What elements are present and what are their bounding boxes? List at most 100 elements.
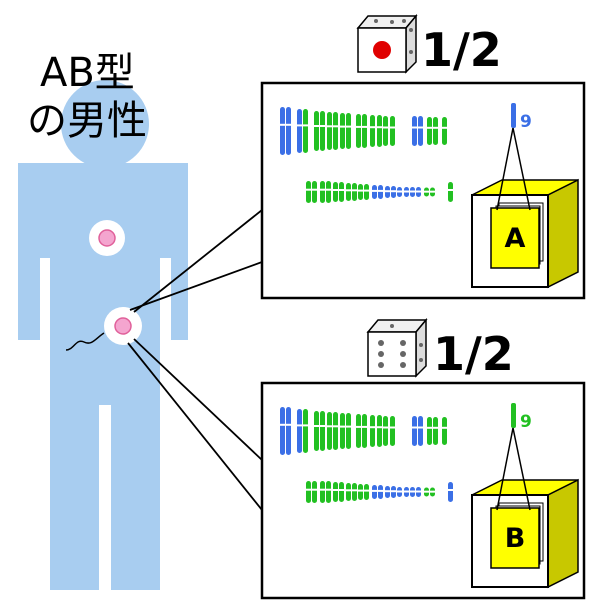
centromere	[285, 423, 292, 426]
centromere	[345, 125, 352, 128]
chromosome	[346, 483, 351, 501]
chromosome	[377, 415, 382, 447]
centromere	[389, 426, 396, 429]
title-line-2: の男性	[27, 98, 147, 144]
chromosome-9-a	[511, 103, 516, 128]
chromosome	[412, 416, 417, 446]
chromosome	[448, 182, 453, 202]
centromere	[279, 423, 286, 426]
centromere	[432, 126, 439, 129]
centromere	[415, 490, 422, 493]
centromere	[423, 490, 430, 493]
chromosome	[362, 114, 367, 148]
centromere	[338, 489, 345, 491]
title-line-1: AB型	[40, 50, 135, 96]
chromosome	[339, 182, 344, 202]
panel-gene-a: 9 A	[260, 81, 586, 300]
centromere	[345, 189, 352, 192]
chromosome	[412, 116, 417, 146]
chromosome	[327, 412, 332, 450]
centromere	[332, 489, 339, 491]
centromere	[382, 126, 389, 129]
centromere	[313, 125, 320, 127]
centromere	[417, 126, 424, 129]
centromere	[429, 190, 436, 193]
centromere	[357, 189, 364, 192]
centromere	[319, 425, 326, 427]
centromere	[302, 124, 309, 127]
chromosome	[303, 109, 308, 153]
centromere	[326, 425, 333, 428]
centromere	[390, 190, 397, 193]
chromosome	[320, 411, 325, 451]
centromere	[279, 123, 286, 126]
chromosome	[433, 417, 438, 445]
chromosome	[378, 185, 383, 199]
chromosome	[286, 407, 291, 455]
chromosome-set-a	[279, 107, 454, 203]
body-cell	[89, 220, 125, 256]
chromosome	[442, 117, 447, 145]
centromere	[355, 125, 362, 128]
centromere	[296, 424, 303, 427]
centromere	[426, 126, 433, 129]
chromosome	[418, 116, 423, 146]
centromere	[432, 426, 439, 429]
centromere	[411, 126, 418, 129]
chromosome	[326, 181, 331, 203]
chromosome	[327, 112, 332, 150]
centromere	[390, 490, 397, 493]
centromere	[441, 426, 448, 429]
centromere	[296, 124, 303, 127]
centromere	[417, 426, 424, 429]
centromere	[384, 190, 391, 193]
chromosome	[372, 185, 377, 199]
centromere	[339, 125, 346, 128]
chromosome	[314, 111, 319, 151]
centromere	[411, 426, 418, 429]
chromosome	[390, 116, 395, 146]
centromere	[389, 126, 396, 129]
centromere	[319, 488, 326, 491]
centromere	[285, 123, 292, 126]
chromosome	[340, 113, 345, 149]
chromosome	[320, 481, 325, 503]
chromosome	[383, 416, 388, 446]
chromosome	[320, 181, 325, 203]
gene-label-b: B	[505, 523, 526, 554]
chromosome	[303, 409, 308, 453]
chromosome-set-b	[279, 407, 454, 503]
chromosome	[433, 117, 438, 145]
centromere	[311, 488, 318, 491]
chromosome	[297, 109, 302, 153]
chromosome	[339, 482, 344, 502]
centromere	[345, 425, 352, 428]
chromosome	[306, 481, 311, 503]
chromosome	[352, 183, 357, 201]
centromere	[332, 125, 339, 128]
chromosome	[377, 115, 382, 147]
chromosome	[448, 482, 453, 502]
chromosome	[346, 113, 351, 149]
male-body-silhouette	[18, 80, 188, 590]
centromere	[319, 188, 326, 191]
chromosome	[280, 407, 285, 455]
centromere	[441, 126, 448, 129]
centromere	[361, 125, 368, 128]
centromere	[376, 426, 383, 429]
panel-gene-b: 9 B	[260, 381, 586, 600]
centromere	[429, 490, 436, 493]
centromere	[423, 190, 430, 193]
chromosome	[352, 483, 357, 501]
centromere	[361, 425, 368, 428]
chromosome	[326, 481, 331, 503]
centromere	[377, 189, 384, 192]
chromosome	[442, 417, 447, 445]
centromere	[319, 125, 326, 127]
chromosome	[418, 416, 423, 446]
chromosome	[364, 484, 369, 500]
chromosome	[312, 481, 317, 503]
centromere	[447, 189, 454, 191]
sperm-cell	[65, 307, 142, 351]
centromere	[338, 189, 345, 191]
